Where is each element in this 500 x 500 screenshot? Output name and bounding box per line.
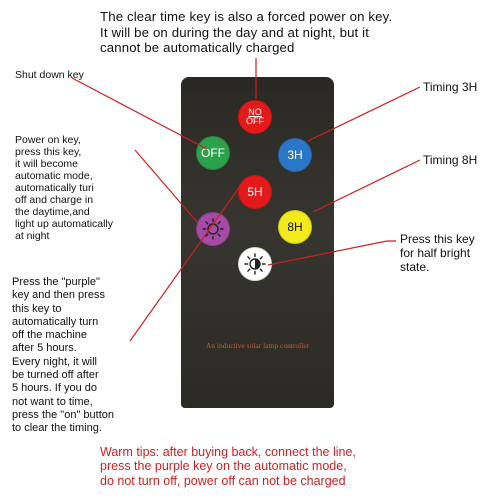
- leader-timing-3h: [307, 86, 421, 142]
- leader-half-bright: [267, 240, 396, 266]
- warm-tips-note: Warm tips: after buying back, connect th…: [100, 445, 356, 488]
- timer-8h-button[interactable]: 8H: [278, 210, 312, 244]
- timer-3h-button[interactable]: 3H: [278, 138, 312, 172]
- remote-label: An inductive solar lamp controller: [205, 341, 310, 350]
- half-bright-button[interactable]: [238, 247, 272, 281]
- half-sun-icon: [244, 253, 266, 275]
- clear-time-key-note: The clear time key is also a forced powe…: [100, 9, 393, 55]
- half-bright-note: Press this key for half bright state.: [400, 232, 475, 274]
- timing-8h-note: Timing 8H: [423, 153, 478, 167]
- remote-controller: NO OFF OFF 3H 5H 8H An inducti: [181, 77, 334, 408]
- leader-shutdown: [71, 77, 208, 150]
- off-button[interactable]: OFF: [196, 136, 230, 170]
- no-off-button[interactable]: NO OFF: [238, 100, 272, 134]
- leader-timing-8h: [312, 159, 421, 213]
- shutdown-key-note: Shut down key: [15, 69, 84, 81]
- leader-purple: [129, 181, 244, 342]
- timer-5h-button[interactable]: 5H: [238, 175, 272, 209]
- no-off-button-no-label: NO: [248, 107, 262, 117]
- timing-3h-note: Timing 3H: [423, 80, 478, 94]
- leader-power-on: [134, 149, 198, 223]
- purple-key-note: Press the "purple" key and then press th…: [12, 276, 114, 435]
- no-off-button-off-label: OFF: [246, 116, 264, 126]
- power-on-key-note: Power on key, press this key, it will be…: [15, 134, 114, 242]
